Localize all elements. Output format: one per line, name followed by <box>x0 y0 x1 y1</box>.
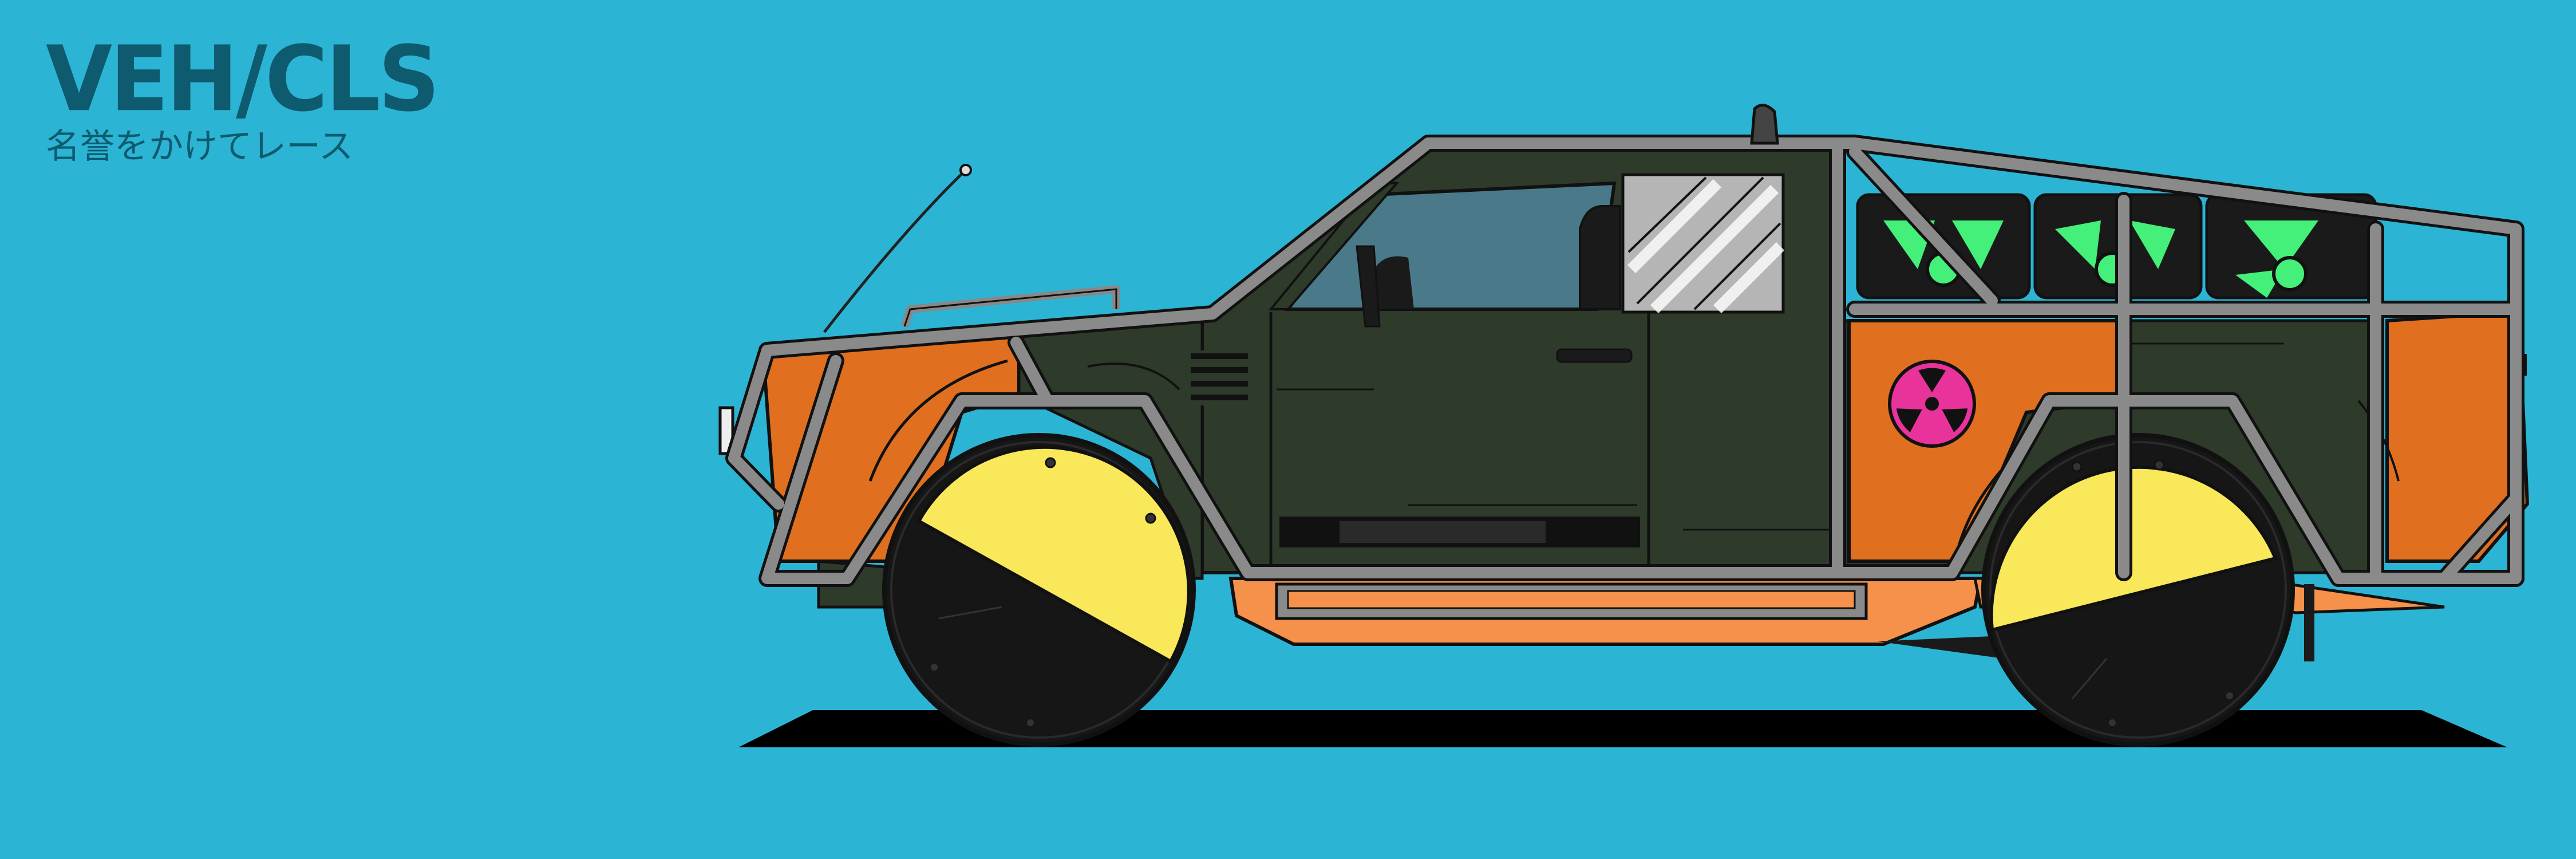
roll-cage <box>725 135 2524 587</box>
logo-subtitle: 名誉をかけてレース <box>46 127 353 167</box>
radioactive-barrel-icon <box>2205 193 2377 300</box>
front-wheel <box>882 433 1196 747</box>
rear-wheel <box>1981 433 2295 747</box>
roof-fin <box>1750 104 1779 145</box>
door-handle <box>1556 348 1633 363</box>
radiation-icon <box>1888 360 1976 448</box>
logo: VEH/CLS 名誉をかけてレース <box>46 27 440 167</box>
side-vent <box>1188 350 1251 405</box>
antenna-icon <box>823 164 972 333</box>
logo-title: VEH/CLS <box>46 27 440 132</box>
